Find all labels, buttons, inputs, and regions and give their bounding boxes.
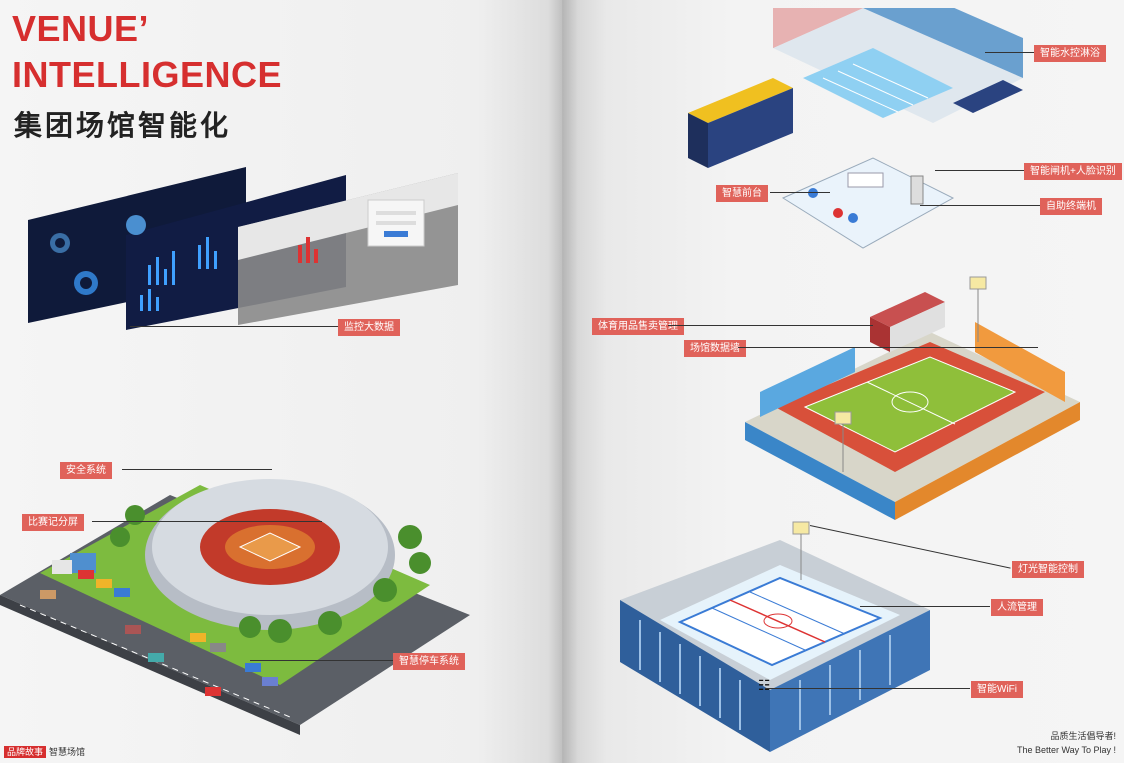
- line-scoreboard: [92, 521, 322, 522]
- line-gate: [935, 170, 1025, 171]
- label-front-desk: 智慧前台: [716, 185, 768, 202]
- slogan-chinese: 品质生活倡导者!: [1050, 731, 1116, 741]
- section-name: 智慧场馆: [49, 747, 86, 757]
- title-line1: VENUE’: [12, 8, 150, 49]
- label-parking: 智慧停车系统: [393, 653, 465, 670]
- label-monitor-bigdata: 监控大数据: [338, 319, 400, 336]
- label-data-wall: 场馆数据墙: [684, 340, 746, 357]
- label-crowd: 人流管理: [991, 599, 1043, 616]
- line-monitor: [130, 326, 340, 327]
- label-lighting: 灯光智能控制: [1012, 561, 1084, 578]
- page-title-chinese: 集团场馆智能化: [14, 110, 232, 141]
- line-security: [122, 469, 272, 470]
- slogan-english: The Better Way To Play !: [1016, 745, 1116, 755]
- dashboard-screens-illustration: [28, 167, 458, 330]
- label-gate-face: 智能闸机+人脸识别: [1024, 163, 1122, 180]
- title-line2: INTELLIGENCE: [12, 54, 283, 95]
- label-scoreboard: 比赛记分屏: [22, 514, 84, 531]
- stadium-illustration: [0, 479, 470, 735]
- line-crowd: [860, 606, 990, 607]
- line-parking: [250, 660, 394, 661]
- page-spine: [548, 0, 578, 763]
- footer-right: 品质生活倡导者! The Better Way To Play !: [1017, 729, 1116, 757]
- line-front-desk: [770, 192, 830, 193]
- ice-rink-illustration: ☷: [620, 521, 930, 752]
- line-terminal: [920, 205, 1040, 206]
- brand-tag: 品牌故事: [4, 746, 47, 758]
- label-water-shower: 智能水控淋浴: [1034, 45, 1106, 62]
- football-field-illustration: [745, 276, 1080, 520]
- label-sports-goods: 体育用品售卖管理: [592, 318, 684, 335]
- line-water: [985, 52, 1035, 53]
- line-sports-goods: [668, 325, 873, 326]
- line-wifi: [765, 688, 970, 689]
- label-wifi: 智能WiFi: [971, 681, 1023, 698]
- label-terminal: 自助终端机: [1040, 198, 1102, 215]
- label-security: 安全系统: [60, 462, 112, 479]
- page-title-english: VENUE’ INTELLIGENCE: [12, 6, 282, 98]
- footer-left: 品牌故事智慧场馆: [4, 745, 85, 758]
- gym-illustration: [688, 8, 1023, 249]
- line-data-wall: [738, 347, 1038, 348]
- svg-text:☷: ☷: [758, 678, 771, 694]
